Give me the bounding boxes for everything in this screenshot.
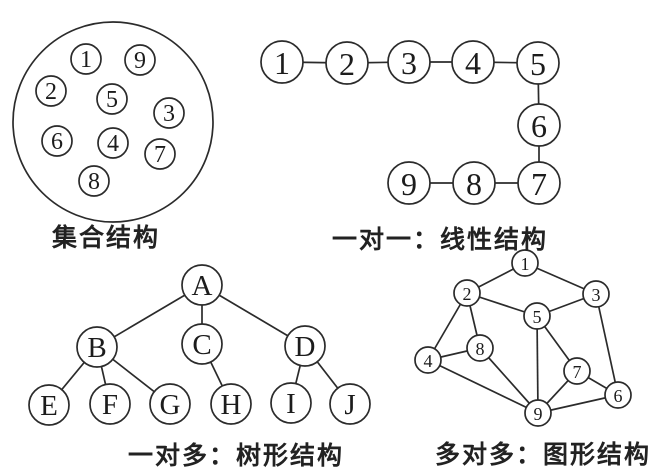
graph-edge-3-6 [595,293,619,396]
set-node-label-1: 1 [80,47,92,73]
graph-node-2 [453,279,481,307]
graph-node-9 [524,399,552,427]
linear-node-6 [517,103,561,147]
tree-node-label-I: I [286,388,296,420]
graph-edge-4-9 [427,359,539,414]
set-boundary-circle [12,21,214,223]
graph-node-label-6: 6 [614,386,623,406]
linear-node-label-1: 1 [274,45,290,81]
set-node-7 [144,138,176,170]
graph-structure-diagram: 1 2 3 5 8 4 7 6 9 [414,249,632,427]
set-node-label-8: 8 [88,169,100,195]
tree-node-G [149,383,191,425]
tree-node-J [329,383,371,425]
linear-node-8 [452,161,496,205]
tree-node-E [28,384,70,426]
tree-node-B [76,326,118,368]
graph-node-label-9: 9 [534,404,543,424]
set-node-5 [96,83,128,115]
graph-node-8 [466,334,494,362]
linear-node-label-7: 7 [531,166,547,202]
linear-node-label-9: 9 [401,166,417,202]
graph-node-label-2: 2 [463,284,472,304]
tree-node-label-B: B [87,332,106,364]
tree-node-I [270,382,312,424]
graph-node-label-5: 5 [533,307,542,327]
set-node-8 [78,165,110,197]
tree-node-label-H: H [221,389,242,421]
linear-node-label-4: 4 [465,45,481,81]
graph-node-5 [523,302,551,330]
tree-structure-caption: 一对多：树形结构 [127,443,345,470]
linear-node-label-8: 8 [466,166,482,202]
tree-node-label-J: J [344,389,355,421]
linear-node-7 [517,161,561,205]
linear-structure-caption: 一对一：线性结构 [331,227,549,254]
graph-node-label-7: 7 [573,362,582,382]
set-node-9 [124,44,156,76]
graph-node-6 [604,381,632,409]
set-structure-diagram: 1 9 2 5 3 6 4 7 8 [12,21,214,223]
set-node-label-3: 3 [163,101,175,127]
linear-node-3 [387,40,431,84]
graph-node-label-3: 3 [592,285,601,305]
graph-node-4 [414,346,442,374]
graph-edge-8-9 [479,347,539,414]
linear-node-4 [451,40,495,84]
tree-node-D [284,325,326,367]
tree-node-label-A: A [192,270,213,302]
linear-node-2 [325,41,369,85]
set-node-label-2: 2 [45,79,57,105]
graph-node-1 [511,249,539,277]
set-node-label-7: 7 [154,142,166,168]
set-node-label-9: 9 [134,48,146,74]
tree-node-label-F: F [102,389,118,421]
linear-node-5 [516,41,560,85]
graph-node-label-4: 4 [424,351,433,371]
tree-node-label-E: E [40,390,58,422]
linear-node-9 [387,161,431,205]
set-node-label-5: 5 [106,87,118,113]
tree-node-C [181,323,223,365]
linear-structure-diagram: 1 2 3 4 5 6 7 8 9 [260,40,561,205]
set-node-4 [97,127,129,159]
tree-node-label-G: G [160,389,181,421]
graph-edge-5-9 [536,315,539,414]
set-node-3 [153,97,185,129]
graph-node-label-1: 1 [521,254,530,274]
graph-node-7 [563,357,591,385]
set-node-label-6: 6 [51,129,63,155]
set-node-2 [35,75,67,107]
linear-node-label-6: 6 [531,108,547,144]
graph-structure-caption: 多对多：图形结构 [434,442,652,469]
linear-node-label-5: 5 [530,46,546,82]
tree-structure-diagram: A B C D E F G H I J [28,264,371,426]
graph-node-3 [582,280,610,308]
tree-node-label-C: C [192,329,211,361]
linear-node-label-3: 3 [401,45,417,81]
tree-node-label-D: D [295,331,316,363]
tree-node-F [89,383,131,425]
linear-node-1 [260,40,304,84]
graph-node-label-8: 8 [476,339,485,359]
linear-node-label-2: 2 [339,46,355,82]
set-node-1 [70,43,102,75]
tree-node-A [181,264,223,306]
set-node-label-4: 4 [107,131,119,157]
tree-node-H [210,383,252,425]
set-structure-caption: 集合结构 [51,225,161,252]
set-node-6 [41,125,73,157]
